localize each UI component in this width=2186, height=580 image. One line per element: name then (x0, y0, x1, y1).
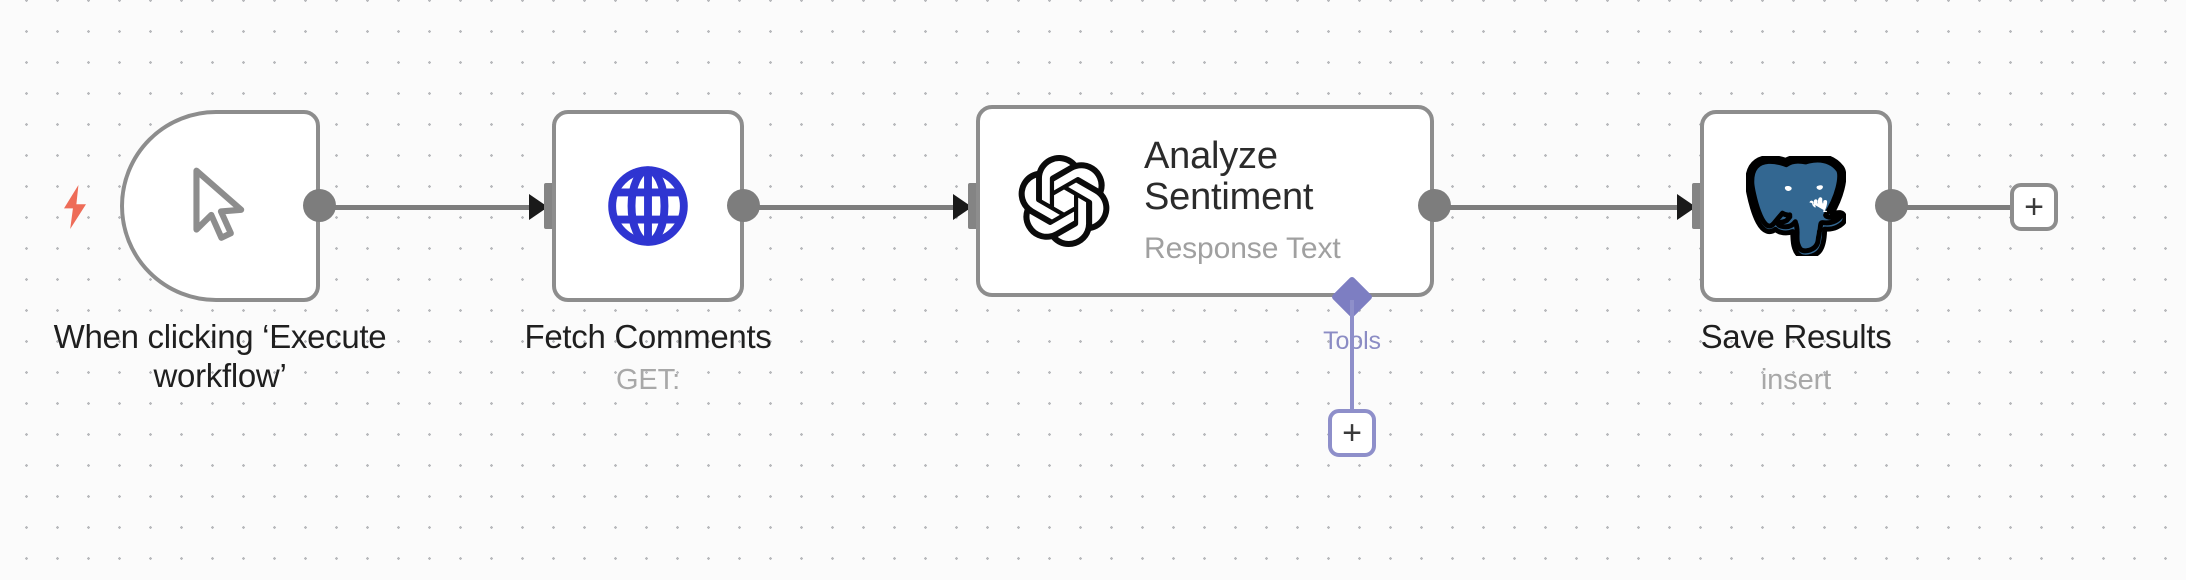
node-fetch-comments[interactable] (552, 110, 744, 302)
node-label-title: Fetch Comments (524, 318, 772, 355)
node-label-title: Save Results (1700, 318, 1892, 355)
node-label-manual-trigger: When clicking ‘Execute workflow’ (0, 318, 440, 395)
postgresql-elephant-icon (1746, 156, 1846, 256)
lightning-bolt-icon (58, 185, 92, 229)
connector-postgres-to-add[interactable] (1890, 205, 2014, 210)
connector-arrowhead (953, 194, 972, 220)
connector-trigger-to-http[interactable] (318, 205, 548, 210)
output-port-manual-trigger[interactable] (303, 189, 336, 222)
node-title: Analyze Sentiment (1144, 134, 1314, 218)
node-analyze-sentiment[interactable]: Analyze Sentiment Response Text (976, 105, 1434, 297)
node-label-title: When clicking ‘Execute workflow’ (53, 318, 387, 394)
connector-http-to-openai[interactable] (742, 205, 972, 210)
connector-arrowhead (529, 194, 548, 220)
connector-openai-tools[interactable] (1350, 300, 1354, 432)
node-label-save-results: Save Results insert (1606, 318, 1986, 398)
add-node-button[interactable]: + (2010, 183, 2058, 231)
node-inner-text: Analyze Sentiment Response Text (1144, 134, 1341, 267)
cursor-pointer-icon (183, 166, 257, 246)
output-port-openai[interactable] (1418, 189, 1451, 222)
connector-openai-to-postgres[interactable] (1432, 205, 1696, 210)
output-port-postgres[interactable] (1875, 189, 1908, 222)
output-port-http-request[interactable] (727, 189, 760, 222)
node-manual-trigger[interactable] (120, 110, 320, 302)
node-label-fetch-comments: Fetch Comments GET: (458, 318, 838, 398)
node-label-subtitle: GET: (615, 363, 681, 396)
connector-arrowhead (1677, 194, 1696, 220)
node-save-results[interactable] (1700, 110, 1892, 302)
openai-logo-icon (1018, 155, 1110, 247)
globe-icon (605, 163, 691, 249)
node-label-subtitle: insert (1760, 363, 1832, 396)
add-tool-button[interactable]: + (1328, 409, 1376, 457)
node-subtitle: Response Text (1144, 232, 1341, 266)
